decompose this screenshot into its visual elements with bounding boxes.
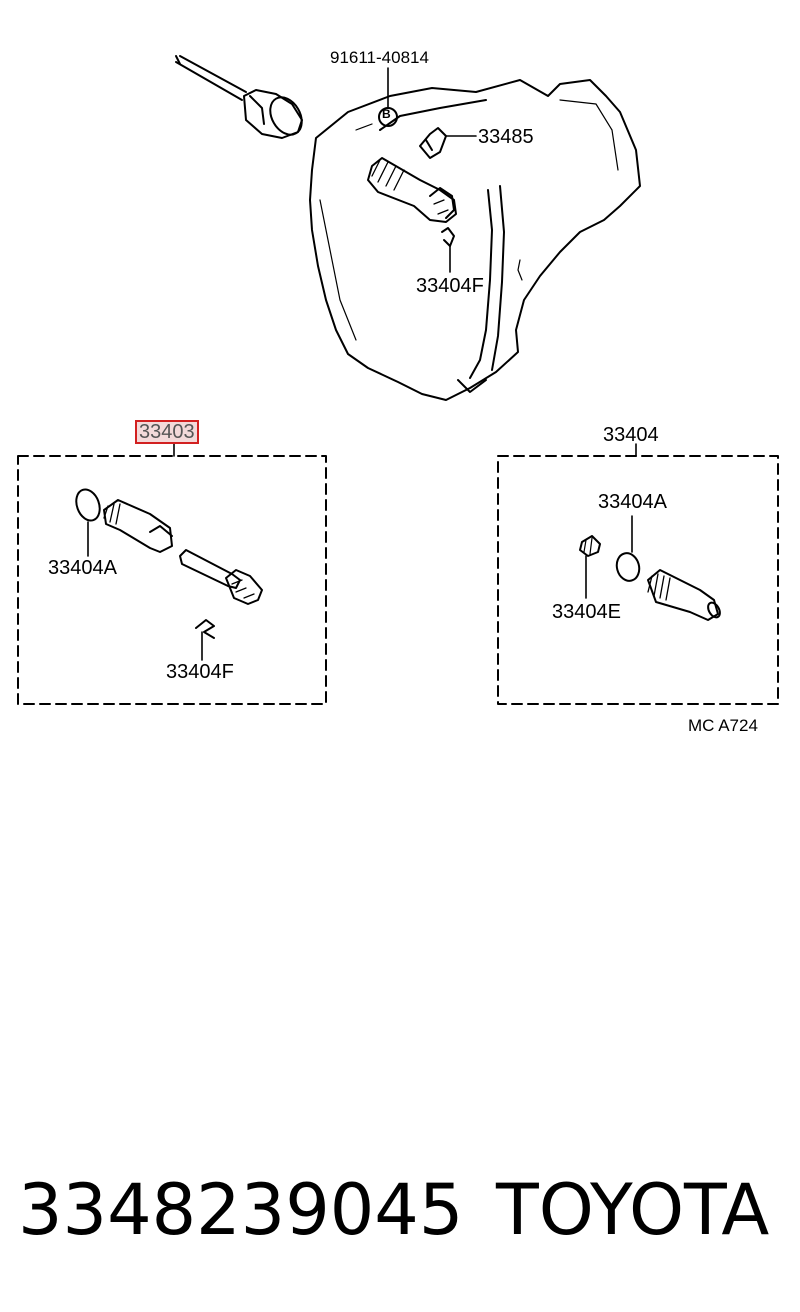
label-assy-left-highlighted[interactable]: 33403 bbox=[135, 420, 199, 444]
label-clamp: 33485 bbox=[478, 126, 534, 148]
oring-right-part bbox=[615, 552, 641, 582]
label-oring-left: 33404A bbox=[48, 557, 117, 579]
exploded-view-drawing bbox=[17, 55, 779, 705]
label-assy-right: 33404 bbox=[603, 424, 659, 446]
label-clip-top: 33404F bbox=[416, 275, 484, 297]
speedometer-cable bbox=[179, 55, 247, 93]
footer-brand: TOYOTA bbox=[496, 1169, 770, 1251]
label-oring-right: 33404A bbox=[598, 491, 667, 513]
clamp-part bbox=[419, 127, 447, 159]
diagram-code: MC A724 bbox=[688, 716, 758, 735]
label-bolt: 91611-40814 bbox=[330, 48, 429, 67]
label-bolt-mark: B bbox=[382, 107, 391, 121]
footer-part-number: 3348239045 bbox=[18, 1169, 464, 1251]
oring-left-part bbox=[75, 488, 101, 522]
sleeve-right bbox=[647, 569, 719, 621]
assy-left-box bbox=[17, 455, 327, 705]
label-clip-left: 33404F bbox=[166, 661, 234, 683]
gear-shaft-left bbox=[179, 549, 241, 589]
driven-gear-shaft bbox=[367, 157, 457, 223]
assy-right-box bbox=[497, 455, 779, 705]
clip-left bbox=[195, 619, 215, 639]
bushing-part bbox=[579, 535, 601, 557]
label-bushing: 33404E bbox=[552, 601, 621, 623]
transmission-housing bbox=[309, 79, 641, 401]
clip-top bbox=[441, 227, 455, 247]
sleeve-left bbox=[103, 499, 173, 553]
